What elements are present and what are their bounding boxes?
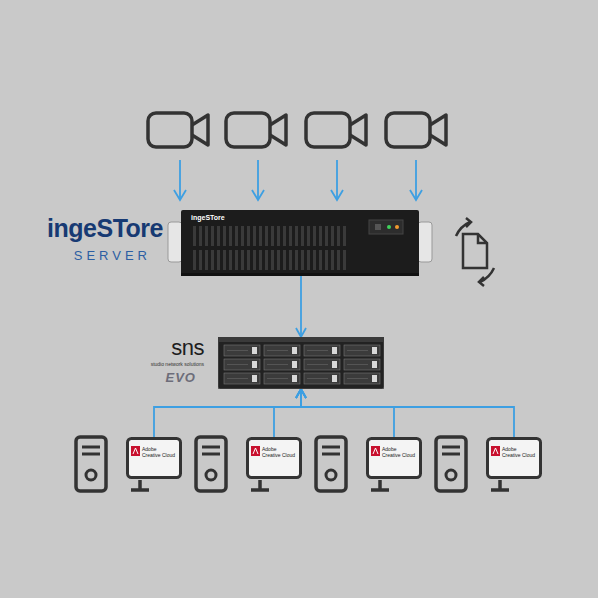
pc-face [366, 437, 422, 479]
camera-arrows [174, 160, 422, 200]
monitor-stand [251, 480, 269, 490]
camera-icon [226, 113, 286, 147]
monitor-stand [131, 480, 149, 490]
rack-ear [168, 222, 182, 262]
workstation-monitor: Adobe Creative Cloud [486, 437, 542, 479]
connector-arrow [300, 276, 302, 337]
brand-logo: sns [171, 335, 204, 361]
pc-face [486, 437, 542, 479]
computer-tower [196, 437, 226, 491]
connector-arrow [301, 389, 514, 437]
monitor-stand [491, 480, 509, 490]
app-label: Adobe Creative Cloud [262, 446, 296, 458]
brand-logo: ingeSTore [47, 214, 163, 243]
app-label: Adobe Creative Cloud [142, 446, 176, 458]
workstation-monitor: Adobe Creative Cloud [366, 437, 422, 479]
app-label: Adobe Creative Cloud [382, 446, 416, 458]
computer-tower [436, 437, 466, 491]
camera-icon [386, 113, 446, 147]
camera-icon [306, 113, 366, 147]
faceplate-label: ingeSTore [191, 214, 225, 221]
monitor-stand [371, 480, 389, 490]
server-unit: ingeSToreSERVERingeSTore [181, 210, 419, 276]
connector-arrow [274, 389, 301, 437]
camera-icon [148, 113, 208, 147]
computer-tower [316, 437, 346, 491]
brand-logo: SERVER [74, 248, 151, 263]
rack-ear [418, 222, 432, 262]
computer-tower [76, 437, 106, 491]
pc-face [246, 437, 302, 479]
brand-logo: EVO [166, 370, 196, 385]
brand-logo: studio network solutions [151, 361, 204, 367]
app-label: Adobe Creative Cloud [502, 446, 536, 458]
connector-arrow [301, 389, 394, 437]
storage-unit: snsstudio network solutionsEVO [218, 337, 384, 389]
workstation-monitor: Adobe Creative Cloud [246, 437, 302, 479]
sync-icon [456, 218, 494, 286]
workstation-monitor: Adobe Creative Cloud [126, 437, 182, 479]
connector-arrow [154, 389, 301, 437]
storage-face [218, 337, 384, 389]
pc-face [126, 437, 182, 479]
